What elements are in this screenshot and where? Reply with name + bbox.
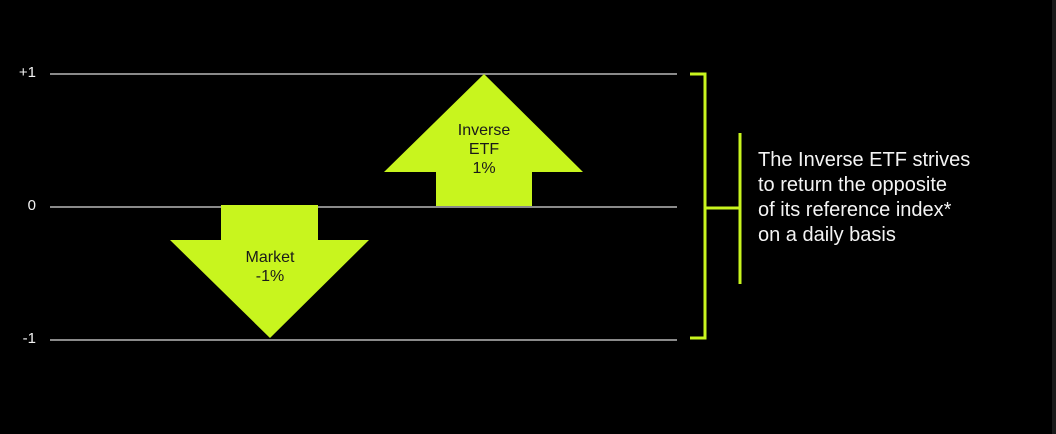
gridline-zero xyxy=(50,206,677,208)
market-down-arrow-icon xyxy=(170,205,369,338)
inverse-label-line1: Inverse xyxy=(457,122,511,139)
right-edge-strip xyxy=(1052,0,1056,434)
inverse-etf-up-arrow-icon xyxy=(384,74,583,206)
annotation-text: The Inverse ETF strives to return the op… xyxy=(758,148,1048,248)
annotation-line: The Inverse ETF strives xyxy=(758,149,971,171)
gridline-plus-1 xyxy=(50,73,677,75)
gridline-minus-1 xyxy=(50,339,677,341)
y-tick-plus-1: +1 xyxy=(18,64,36,81)
market-arrow-label: Market -1% xyxy=(220,248,320,286)
y-tick-0: 0 xyxy=(27,197,36,214)
annotation-line: of its reference index* xyxy=(758,199,952,221)
annotation-line: to return the opposite xyxy=(758,174,948,196)
bracket-icon xyxy=(690,72,742,340)
market-label: Market xyxy=(245,249,295,266)
annotation-line: on a daily basis xyxy=(758,224,896,246)
inverse-value: 1% xyxy=(472,160,496,177)
y-tick-minus-1: -1 xyxy=(22,330,36,347)
inverse-label-line2: ETF xyxy=(468,141,500,158)
market-value: -1% xyxy=(255,268,285,285)
inverse-arrow-label: Inverse ETF 1% xyxy=(434,121,534,178)
